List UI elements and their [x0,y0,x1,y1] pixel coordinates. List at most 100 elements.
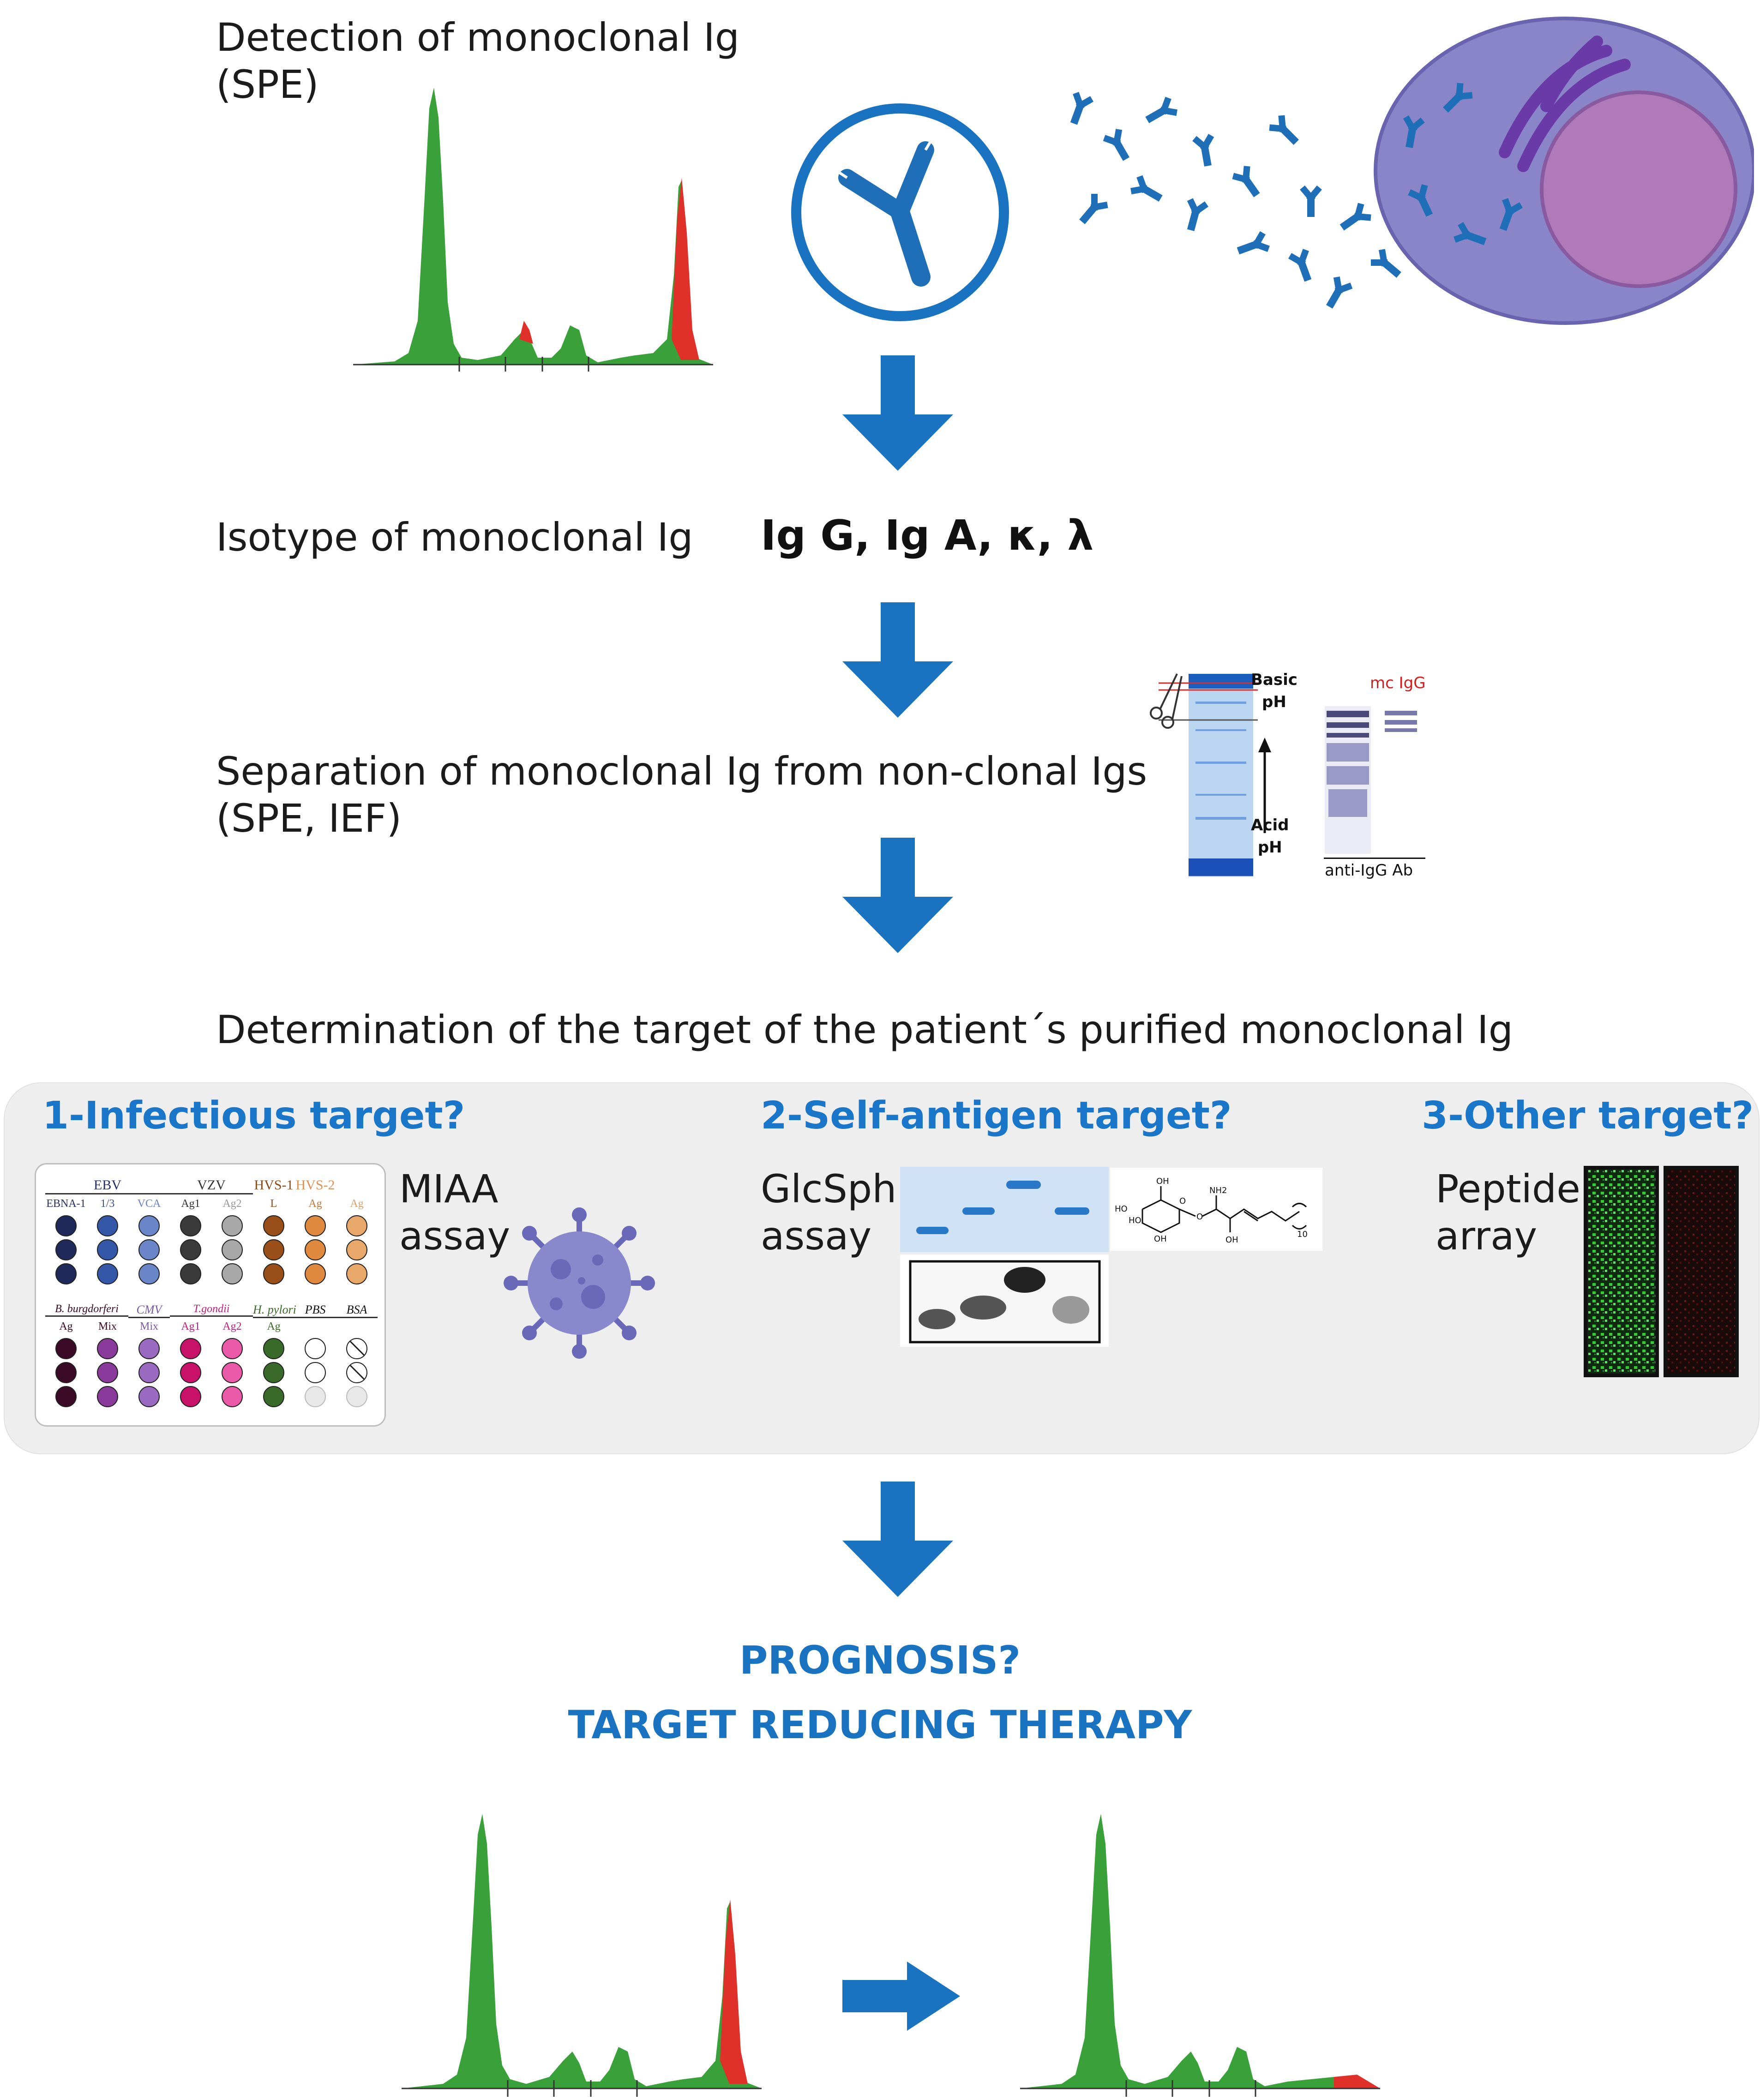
miaa-dot [180,1239,201,1260]
miaa-dot [97,1263,118,1284]
miaa-dot [55,1239,77,1260]
miaa-sub-label: Ag2 [222,1320,242,1332]
miaa-dot [305,1215,326,1236]
glcsph-gel-image [900,1167,1109,1347]
miaa-dot [305,1338,326,1359]
virus-icon [504,1207,655,1359]
determination-label: Determination of the target of the patie… [216,1007,1514,1052]
miaa-group-label: H. pylori [253,1303,296,1318]
isotype-value: Ig G, Ig A, κ, λ [761,511,1094,560]
separation-label: Separation of monoclonal Ig from non-clo… [216,749,1147,841]
miaa-sub-label: Ag1 [181,1320,200,1332]
miaa-assay-label: MIAA assay [399,1166,511,1259]
miaa-sub-label: Ag [267,1320,281,1332]
miaa-dot [305,1239,326,1260]
miaa-dot [180,1215,201,1236]
antibody-cluster-icon [1070,83,1523,309]
miaa-sub-label: EBNA-1 [46,1198,86,1210]
miaa-sub-label: Ag [59,1320,73,1332]
peptide-array-images [1584,1166,1739,1377]
miaa-sub-label: 1/3 [100,1198,115,1210]
scissors-icon [1150,673,1183,729]
miaa-dot [180,1338,201,1359]
miaa-group-label: BSA [336,1303,378,1318]
acid-ph-label: Acid pH [1251,816,1289,857]
miaa-dot [55,1263,77,1284]
detection-label: Detection of monoclonal Ig (SPE) [216,15,740,108]
miaa-dot [263,1215,284,1236]
down-arrow-icon [842,838,953,953]
struct-label-nh2: NH2 [1209,1186,1227,1195]
miaa-dot [346,1215,367,1236]
spe-electropherogram-after [1020,1814,1380,2097]
miaa-dot [97,1386,118,1407]
miaa-sub-label: L [270,1198,277,1210]
miaa-dot [138,1239,160,1260]
miaa-dot [97,1215,118,1236]
miaa-sub-label: Ag [350,1198,364,1210]
miaa-group-label: T.gondii [170,1303,253,1317]
miaa-dot [305,1362,326,1383]
miaa-dot [346,1386,367,1407]
ph-gradient-arrow [1258,738,1271,833]
immunoblot-lanes [1325,706,1417,854]
antibody-circle-icon [791,103,1009,321]
basic-ph-label: Basic pH [1251,671,1297,711]
miaa-dot [138,1263,160,1284]
spe-electropherogram-before [402,1814,762,2097]
miaa-dot [55,1386,77,1407]
miaa-sub-label: Ag1 [181,1198,200,1210]
glcsph-structure: OH HO HO OH O O NH2 OH 10 [1110,1168,1322,1251]
miaa-dot-slash [348,1363,366,1382]
miaa-dot [222,1362,243,1383]
miaa-dot [222,1215,243,1236]
miaa-dot [222,1263,243,1284]
miaa-dot [263,1239,284,1260]
right-arrow-icon [842,1962,960,2031]
down-arrow-icon [842,602,953,718]
struct-label-oh-2: OH [1154,1234,1167,1244]
struct-label-oh-1: OH [1156,1176,1169,1186]
miaa-dot [55,1338,77,1359]
miaa-sub-label: VCA [137,1198,161,1210]
mc-igg-label: mc IgG [1370,674,1426,692]
miaa-dot [138,1215,160,1236]
miaa-dot-slash [348,1339,366,1358]
miaa-dot [222,1239,243,1260]
therapy-heading: TARGET REDUCING THERAPY [568,1702,1192,1747]
miaa-dot [346,1338,367,1359]
struct-label-o-ring: O [1179,1196,1186,1206]
struct-label-ho-2: HO [1129,1216,1141,1225]
miaa-sub-label: Ag2 [222,1198,242,1210]
miaa-dot [346,1239,367,1260]
miaa-dot [138,1338,160,1359]
down-arrow-icon [842,1482,953,1597]
miaa-dot [263,1338,284,1359]
miaa-group-label: B. burgdorferi [45,1303,128,1317]
miaa-dot [97,1338,118,1359]
miaa-group-label: EBV [45,1177,170,1194]
miaa-dot [97,1239,118,1260]
miaa-sub-label: Mix [98,1320,117,1332]
miaa-dot [263,1263,284,1284]
anti-igg-label: anti-IgG Ab [1325,861,1413,880]
miaa-dot [346,1263,367,1284]
miaa-dot [263,1386,284,1407]
struct-label-o-link: O [1196,1212,1203,1222]
plasma-cell-illustration [1070,17,1754,325]
prognosis-heading: PROGNOSIS? [739,1638,1021,1683]
miaa-dot [97,1362,118,1383]
infectious-target-title: 1-Infectious target? [42,1094,465,1138]
down-arrow-icon [842,355,953,471]
struct-label-ho-1: HO [1115,1204,1128,1214]
miaa-dot [138,1362,160,1383]
miaa-group-label: HVS-2 [295,1177,335,1193]
miaa-dot [180,1362,201,1383]
struct-label-oh-3: OH [1225,1235,1238,1245]
glcsph-assay-label: GlcSph assay [761,1166,897,1259]
miaa-dot [180,1386,201,1407]
struct-subscript: 10 [1297,1230,1308,1239]
miaa-dot [346,1362,367,1383]
miaa-dot [305,1263,326,1284]
